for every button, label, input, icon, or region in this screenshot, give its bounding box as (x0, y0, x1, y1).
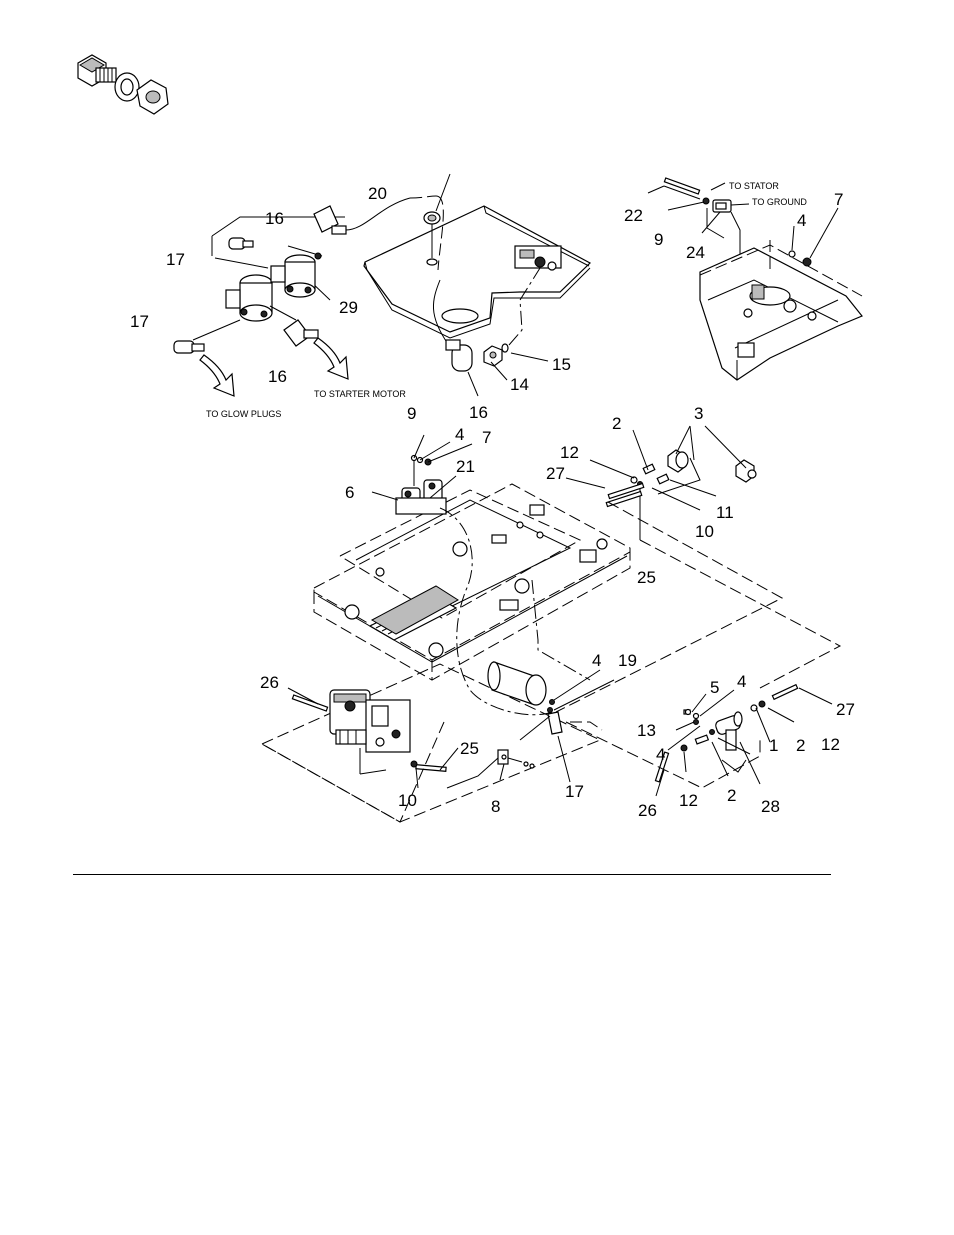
callout-26: 26 (260, 673, 279, 692)
callout-11: 11 (716, 503, 734, 522)
callout-10: 10 (398, 791, 417, 810)
regulator-assembly (262, 662, 614, 822)
callout-24: 24 (686, 243, 705, 262)
stator-ground-assembly (648, 178, 862, 380)
callout-12: 12 (821, 735, 840, 754)
terminal-boot-icon (270, 306, 318, 346)
callout-2: 2 (796, 736, 805, 755)
callout-4: 4 (592, 651, 601, 670)
callout-16: 16 (265, 209, 284, 228)
callout-4: 4 (656, 745, 665, 764)
note-to-starter-motor: TO STARTER MOTOR (314, 389, 406, 399)
callout-4: 4 (455, 425, 464, 444)
callout-9: 9 (407, 404, 416, 423)
hardware-icon (78, 55, 168, 114)
callout-7: 7 (834, 190, 843, 209)
relay-icon (372, 480, 446, 514)
callout-12: 12 (679, 791, 698, 810)
callout-10: 10 (695, 522, 714, 541)
callout-25: 25 (637, 568, 656, 587)
callout-27: 27 (836, 700, 855, 719)
callout-26: 26 (638, 801, 657, 820)
callout-2: 2 (727, 786, 736, 805)
starter-solenoid-icon (226, 275, 272, 321)
callout-8: 8 (491, 797, 500, 816)
terminal-strip-icon (370, 586, 458, 640)
callout-27: 27 (546, 464, 565, 483)
callout-12: 12 (560, 443, 579, 462)
callout-25: 25 (460, 739, 479, 758)
callout-1: 1 (769, 736, 778, 755)
note-to-stator: TO STATOR (729, 181, 779, 191)
callout-20: 20 (368, 184, 387, 203)
note-to-glow-plugs: TO GLOW PLUGS (206, 409, 281, 419)
callout-2: 2 (612, 414, 621, 433)
note-to-ground: TO GROUND (752, 197, 807, 207)
callout-4: 4 (737, 672, 746, 691)
terminal-boot-icon (229, 238, 253, 249)
callout-14: 14 (510, 375, 529, 394)
control-box-base (314, 426, 840, 715)
callout-17: 17 (130, 312, 149, 331)
callout-4: 4 (797, 211, 806, 230)
callout-19: 19 (618, 651, 637, 670)
fuse-holder-icon (714, 712, 742, 750)
fastener-cluster-icon (566, 426, 756, 540)
callout-22: 22 (624, 206, 643, 225)
capacitor-icon (488, 662, 546, 705)
callout-16: 16 (469, 403, 488, 422)
callout-9: 9 (654, 230, 663, 249)
callout-28: 28 (761, 797, 780, 816)
callout-16: 16 (268, 367, 287, 386)
callout-7: 7 (482, 428, 491, 447)
terminal-boot-icon (446, 340, 472, 371)
callout-21: 21 (456, 457, 475, 476)
callout-13: 13 (637, 721, 656, 740)
callout-17: 17 (166, 250, 185, 269)
callout-29: 29 (339, 298, 358, 317)
callout-17: 17 (565, 782, 584, 801)
horizontal-rule (73, 874, 831, 875)
callout-5: 5 (710, 678, 719, 697)
terminal-boot-icon (174, 320, 240, 353)
glow-plug-solenoid-icon (271, 255, 315, 297)
regulator-icon (330, 690, 410, 752)
callout-15: 15 (552, 355, 571, 374)
callout-6: 6 (345, 483, 354, 502)
callout-3: 3 (694, 404, 703, 423)
